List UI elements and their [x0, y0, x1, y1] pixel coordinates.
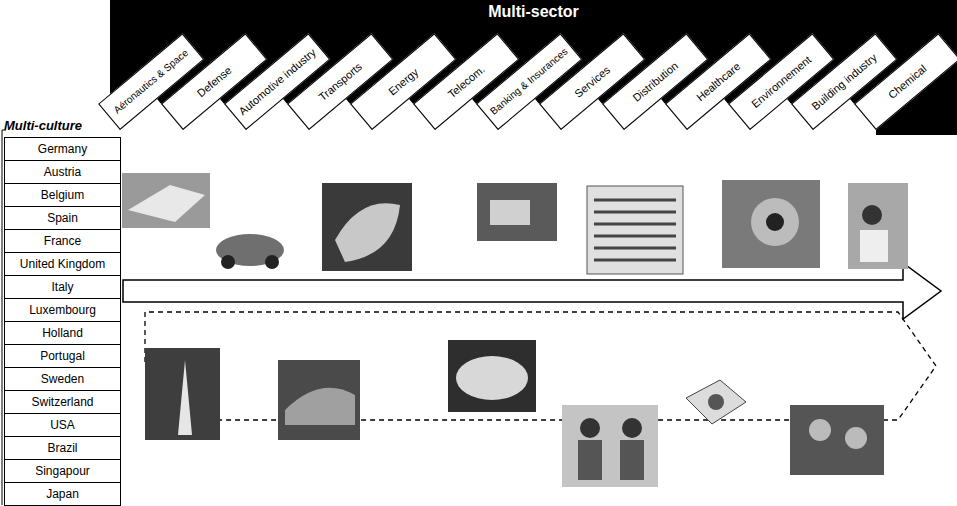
photo [216, 234, 284, 269]
photo-detail [845, 427, 867, 449]
big-arrow [123, 263, 941, 319]
country-box: Belgium [4, 183, 121, 207]
country-box: Switzerland [4, 390, 121, 414]
photo-detail [862, 205, 882, 225]
photo-frame [477, 183, 557, 241]
country-box: Italy [4, 275, 121, 299]
country-box: Luxembourg [4, 298, 121, 322]
photo-frame [145, 348, 220, 440]
country-box: Brazil [4, 436, 121, 460]
photo-detail [128, 185, 205, 222]
country-label: Sweden [41, 372, 84, 386]
photo-detail [580, 418, 600, 438]
photo-detail [265, 255, 279, 269]
country-box: Sweden [4, 367, 121, 391]
country-box: Japan [4, 482, 121, 506]
country-box: United Kingdom [4, 252, 121, 276]
photo [562, 405, 658, 487]
photo-frame [848, 183, 908, 269]
photo [477, 183, 557, 241]
photo-detail [335, 203, 400, 262]
band-title: Multi-sector [110, 0, 957, 21]
photo-detail [456, 356, 528, 400]
country-box: France [4, 229, 121, 253]
photo [587, 186, 683, 274]
country-label: Brazil [47, 441, 77, 455]
country-box: Spain [4, 206, 121, 230]
photo-detail [490, 200, 530, 225]
country-box: Germany [4, 137, 121, 161]
photo [322, 183, 412, 271]
photo [686, 380, 746, 424]
country-label: Luxembourg [29, 303, 96, 317]
country-box: Singapour [4, 459, 121, 483]
country-label: United Kingdom [20, 257, 105, 271]
country-box: Austria [4, 160, 121, 184]
photo [448, 340, 536, 412]
dashed-arrow [145, 312, 936, 420]
photo-frame [562, 405, 658, 487]
country-label: Holland [42, 326, 83, 340]
photo-frame [587, 186, 683, 274]
country-column: Multi-cultureGermanyAustriaBelgiumSpainF… [0, 116, 124, 506]
photo [790, 405, 884, 475]
photo-detail [751, 198, 799, 246]
photo [278, 360, 360, 440]
photo-detail [809, 419, 831, 441]
photo-frame [448, 340, 536, 412]
photo-detail [578, 440, 602, 480]
country-label: France [44, 234, 81, 248]
photo-detail [178, 360, 192, 435]
photo-detail [221, 255, 235, 269]
country-label: Japan [46, 487, 79, 501]
photo-frame [122, 173, 210, 228]
band-fill [110, 0, 957, 135]
photo-detail [594, 200, 676, 260]
sector-band: Multi-sectorAéronautics & SpaceDefenseAu… [110, 0, 957, 140]
country-label: Switzerland [31, 395, 93, 409]
column-heading: Multi-culture [0, 116, 124, 133]
photo-detail [620, 440, 644, 480]
photo-frame [322, 183, 412, 271]
country-box: USA [4, 413, 121, 437]
country-label: Germany [38, 142, 87, 156]
photo [145, 348, 220, 440]
photo-detail [860, 230, 888, 262]
country-label: Singapour [35, 464, 90, 478]
photo-detail [708, 394, 724, 410]
photo-frame [278, 360, 360, 440]
country-label: Belgium [41, 188, 84, 202]
photo-frame [722, 180, 820, 268]
country-box: Holland [4, 321, 121, 345]
photo [122, 173, 210, 228]
country-label: Italy [51, 280, 73, 294]
country-label: Spain [47, 211, 78, 225]
photo-frame [686, 380, 746, 424]
photo-detail [766, 213, 784, 231]
country-label: USA [50, 418, 75, 432]
country-label: Portugal [40, 349, 85, 363]
country-label: Austria [44, 165, 81, 179]
photo [722, 180, 820, 268]
photo [848, 183, 908, 269]
photo-detail [622, 418, 642, 438]
photo-detail [285, 388, 355, 425]
photo-frame [790, 405, 884, 475]
country-box: Portugal [4, 344, 121, 368]
